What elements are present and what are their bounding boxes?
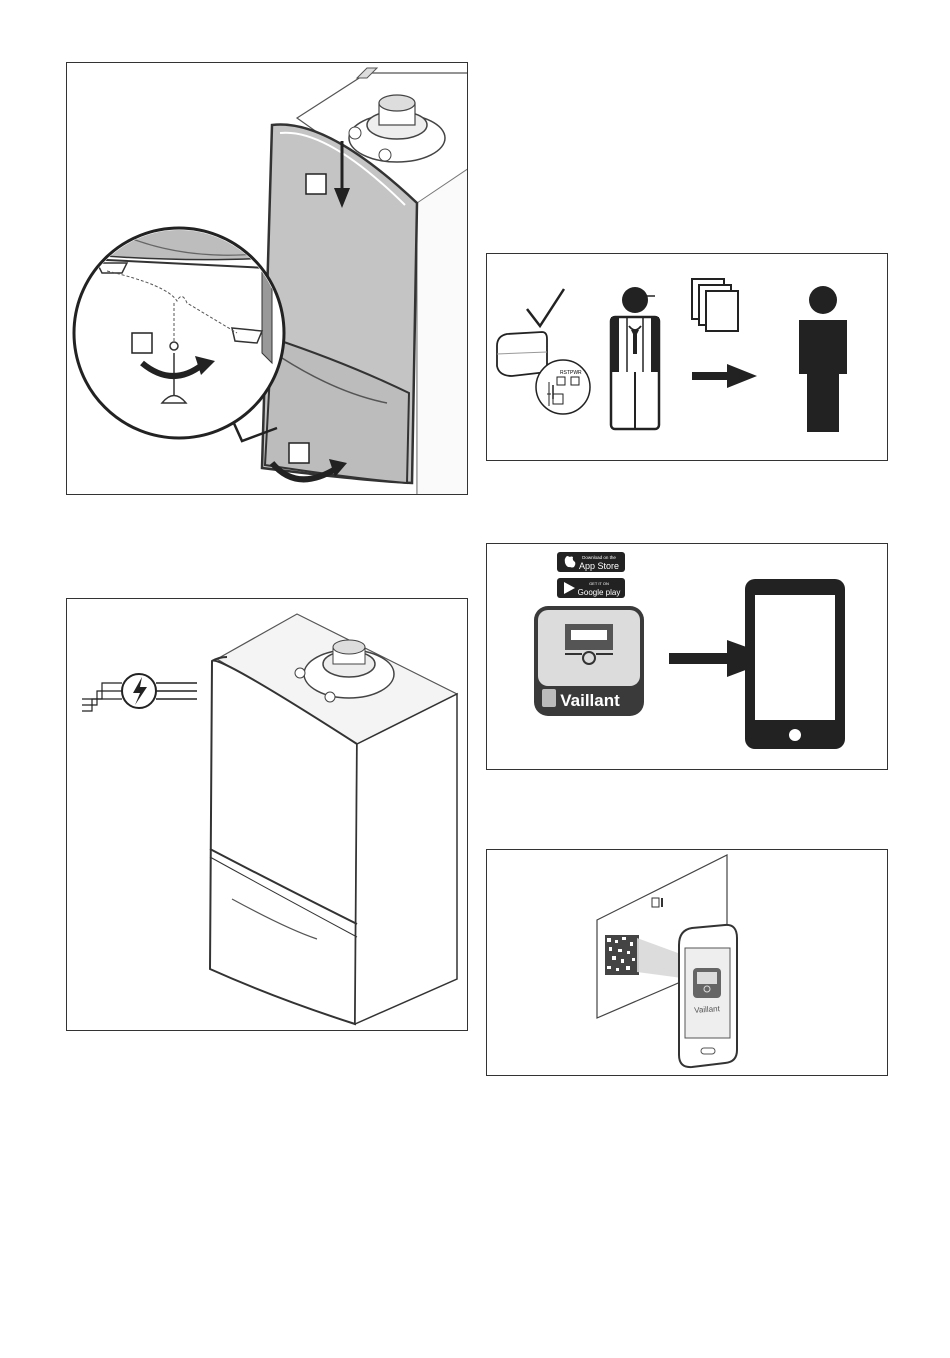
figure-app-download: Download on the App Store GET IT ON Goog… [486,543,888,770]
step-label-box-3 [289,443,309,463]
detail-magnifier [67,213,284,438]
handover-arrow [692,364,757,388]
vaillant-logo-icon [542,689,556,707]
app-store-badge[interactable]: Download on the App Store [557,552,625,572]
google-small-text: GET IT ON [589,581,609,586]
figure-qr-scan: Vaillant [486,849,888,1076]
vaillant-app-icon: Vaillant [534,606,644,716]
smartphone-icon [745,579,845,749]
installer-icon [611,287,659,429]
boiler-illustration [67,599,468,1031]
controller-device [497,332,547,376]
handover-illustration: RST PWR [487,254,888,461]
figure-electrical-supply [66,598,468,1031]
check-icon [527,289,564,326]
qr-code [605,935,639,975]
documents-icon [692,279,738,331]
app-brand-text: Vaillant [560,691,620,710]
step-label-box-1 [306,174,326,194]
figure-cover-mounting [66,62,468,495]
google-play-badge[interactable]: GET IT ON Google play [557,578,625,598]
smartphone-scanning: Vaillant [679,925,737,1067]
step-label-box-2 [132,333,152,353]
cover-mounting-illustration [67,63,468,495]
power-supply-symbol [82,674,197,711]
qr-scan-illustration: Vaillant [487,850,888,1076]
control-label-pwr: PWR [570,370,582,376]
phone-screen-brand: Vaillant [694,1004,721,1015]
google-big-text: Google play [578,588,621,597]
app-download-illustration: Download on the App Store GET IT ON Goog… [487,544,888,770]
figure-handover: RST PWR [486,253,888,461]
app-store-big-text: App Store [579,561,619,571]
user-icon [799,286,847,432]
control-label-rst: RST [560,370,570,376]
control-board-detail: RST PWR [536,360,590,414]
app-store-small-text: Download on the [582,555,616,560]
small-symbol-icon [652,898,659,907]
